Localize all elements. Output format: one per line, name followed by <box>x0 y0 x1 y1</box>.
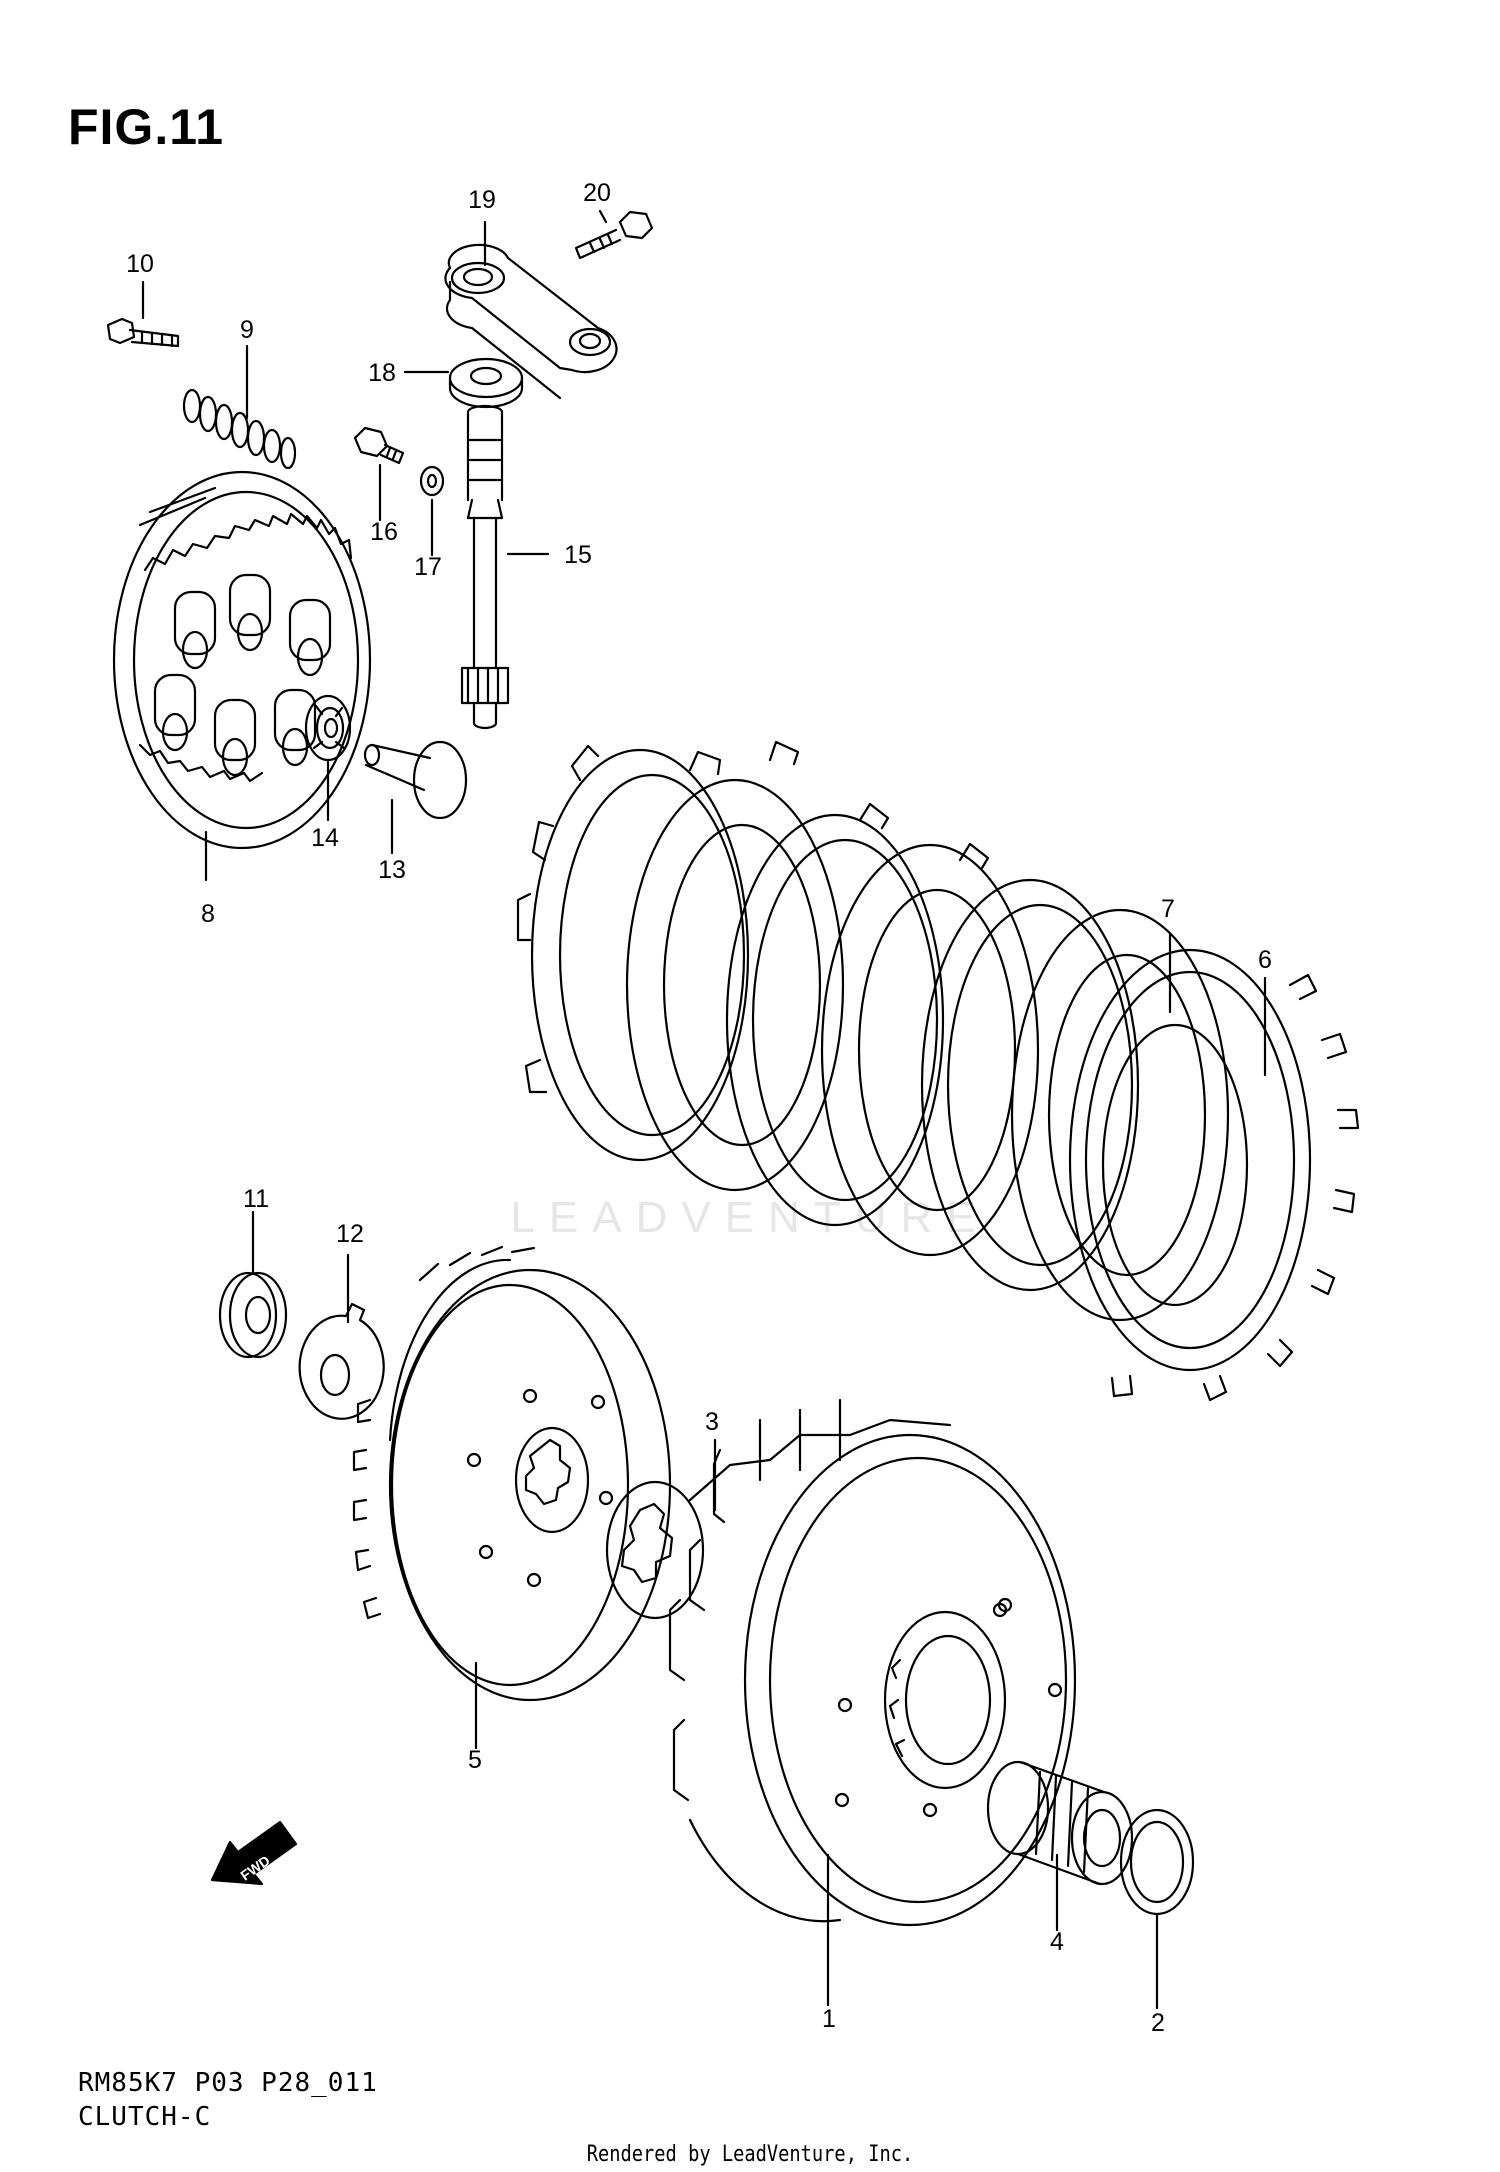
bearing-part-14 <box>304 694 352 762</box>
oil-seal-part-18 <box>448 357 524 409</box>
callout-18: 18 <box>368 359 396 387</box>
callout-11: 11 <box>243 1185 269 1213</box>
figure-title: FIG.11 <box>68 99 225 155</box>
callout-10: 10 <box>126 250 154 278</box>
callout-4: 4 <box>1050 1928 1064 1956</box>
push-rod-part-13 <box>363 740 468 820</box>
clutch-housing-part-1 <box>668 1398 1077 1927</box>
bolt-part-10 <box>106 317 180 348</box>
clutch-plate-stack <box>516 740 1230 1322</box>
watermark-text: LEADVENTURE <box>510 1193 989 1242</box>
callout-8: 8 <box>201 900 215 928</box>
callout-15: 15 <box>564 541 592 569</box>
callout-9: 9 <box>240 316 254 344</box>
leader-lines <box>141 209 1267 2010</box>
callout-17: 17 <box>414 553 442 581</box>
primary-driven-gear-part-5 <box>352 1245 672 1702</box>
nut-part-11 <box>218 1271 288 1359</box>
spring-part-9 <box>182 388 297 470</box>
washer-part-2 <box>1119 1808 1195 1916</box>
thrust-washer-part-3 <box>605 1480 705 1620</box>
callout-labels: 10 9 18 19 20 16 17 15 8 14 13 7 6 11 12… <box>126 179 1272 2037</box>
callout-12: 12 <box>336 1220 364 1248</box>
callout-1: 1 <box>822 2005 836 2033</box>
callout-16: 16 <box>370 518 398 546</box>
callout-6: 6 <box>1258 946 1272 974</box>
callout-20: 20 <box>583 179 611 207</box>
callout-7: 7 <box>1161 895 1175 923</box>
diagram-code: RM85K7 P03 P28_011 <box>78 2068 378 2098</box>
callout-13: 13 <box>378 856 406 884</box>
washer-part-17 <box>419 465 445 497</box>
needle-bearing-part-4 <box>986 1760 1134 1886</box>
callout-2: 2 <box>1151 2009 1165 2037</box>
callout-19: 19 <box>468 186 496 214</box>
shaft-part-15 <box>460 404 510 730</box>
pressure-plate-part-8 <box>112 470 372 850</box>
screw-part-16 <box>353 426 405 465</box>
lock-washer-part-12 <box>298 1302 385 1420</box>
release-lever-part-19 <box>444 243 618 400</box>
callout-3: 3 <box>705 1408 719 1436</box>
forward-direction-arrow-icon: FWD <box>210 1820 298 1886</box>
friction-plate-part-6 <box>1068 948 1360 1402</box>
callout-14: 14 <box>311 824 339 852</box>
render-credit: Rendered by LeadVenture, Inc. <box>586 2142 914 2167</box>
callout-5: 5 <box>468 1746 482 1774</box>
bolt-part-20 <box>574 210 654 260</box>
diagram-name: CLUTCH-C <box>78 2102 212 2132</box>
